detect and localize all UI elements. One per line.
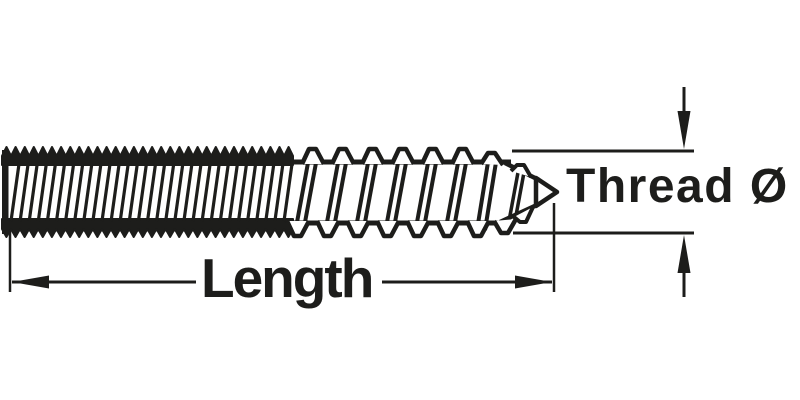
wood-thread-top-tooth [299, 146, 326, 166]
wood-thread-bottom-tooth [344, 219, 371, 239]
wood-thread-bottom-tooth [374, 219, 401, 239]
machine-thread-hatch-line [109, 163, 121, 222]
machine-thread-hatch-line [227, 163, 239, 222]
machine-thread-hatch-line [264, 163, 276, 222]
thread-band-line [483, 155, 499, 231]
machine-thread-hatch-line [118, 163, 130, 222]
wood-thread-bottom-tooth [492, 217, 518, 236]
machine-thread-section [1, 146, 294, 238]
wood-thread-bottom-tooth [512, 206, 535, 224]
machine-thread-hatch-line [191, 163, 203, 222]
thread-band-line [383, 151, 402, 234]
machine-thread-hatch-line [218, 163, 230, 222]
thread-band-line [413, 151, 432, 234]
machine-thread-hatch-line [36, 163, 48, 222]
machine-thread-hatch-line [45, 163, 57, 222]
machine-thread-hatch-line [255, 163, 267, 222]
thread-band-line [391, 151, 410, 234]
machine-thread-hatch-line [18, 163, 30, 222]
machine-thread-hatch-line [27, 163, 39, 222]
machine-thread-hatch-line [155, 163, 167, 222]
wood-thread-bottom-tooth [434, 219, 461, 239]
wood-thread-top-tooth [449, 146, 476, 166]
machine-thread-end-cap [2, 150, 9, 234]
thread-band-line [361, 151, 380, 234]
thread-diameter-label: Thread Ø [566, 160, 789, 213]
length-dimension [8, 203, 556, 292]
wood-thread-bottom-tooth [284, 219, 311, 239]
thread-band-line [507, 166, 521, 222]
machine-thread-hatch-line [145, 163, 158, 222]
thread-band-line [353, 151, 372, 234]
thread-band-line [293, 151, 312, 234]
machine-thread-hatch-line [173, 163, 185, 222]
machine-thread-hatch-line [82, 163, 94, 222]
machine-thread-hatch-line [54, 163, 67, 222]
thread-band-line [451, 151, 470, 234]
wood-thread-top-tooth [389, 146, 416, 166]
wood-thread-top-tooth [359, 146, 386, 166]
machine-thread-hatch-line [9, 163, 21, 222]
thread-dia-top-arrowhead [677, 111, 691, 149]
machine-thread-hatch-line [64, 163, 76, 222]
machine-thread-hatch-line [273, 163, 285, 222]
wood-thread-top-tooth [479, 150, 505, 167]
thread-dia-bottom-arrowhead [677, 235, 691, 273]
machine-thread-hatch-line [209, 163, 221, 222]
machine-thread-hatch-line [100, 163, 112, 222]
screw-tip [533, 175, 560, 209]
wood-thread-top-tooth [509, 163, 533, 179]
thread-band-line [475, 155, 491, 231]
thread-band-line [331, 151, 350, 234]
length-label: Length [201, 247, 374, 309]
machine-thread-hatch-line [91, 163, 103, 222]
machine-thread-bottom-teeth [1, 218, 294, 238]
machine-thread-hatch-line [282, 163, 294, 222]
machine-thread-hatch-line [136, 163, 148, 222]
wood-thread-top-tooth [419, 146, 446, 166]
length-arrowhead-left [12, 275, 49, 289]
thread-band-line [323, 151, 342, 234]
thread-band-line [443, 151, 462, 234]
wood-thread-top-tooth [329, 146, 356, 166]
machine-thread-hatch-line [200, 163, 212, 222]
machine-thread-hatch-line [164, 163, 176, 222]
machine-thread-hatch-line [246, 163, 258, 222]
thread-diameter-dimension [512, 87, 694, 297]
thread-band-line [301, 151, 320, 234]
machine-thread-hatch-line [127, 163, 139, 222]
thread-band-line [421, 151, 440, 234]
wood-thread-bottom-tooth [314, 219, 341, 239]
machine-thread-hatch-line [236, 163, 249, 222]
tip-triangle [533, 175, 560, 209]
machine-thread-top-teeth [1, 146, 294, 166]
thread-band-line [513, 166, 527, 222]
length-arrowhead-right [515, 275, 552, 289]
wood-thread-section [284, 146, 541, 239]
machine-thread-hatch-line [182, 163, 194, 222]
wood-thread-bottom-tooth [464, 219, 491, 239]
machine-thread-hatch-line [73, 163, 85, 222]
wood-thread-bottom-tooth [404, 219, 431, 239]
